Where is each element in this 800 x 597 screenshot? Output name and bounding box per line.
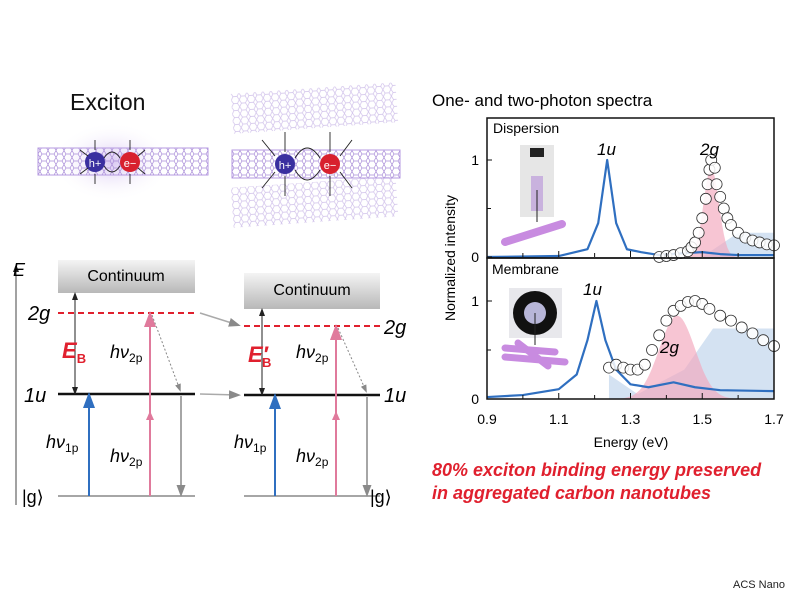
two-photon-data-point [696,212,709,225]
level-1u-label: 1u [24,385,46,407]
caption-line-1: 80% exciton binding energy preserved [432,460,762,480]
hv1p-label: hν1p [46,432,79,455]
two-photon-data-point [757,334,770,347]
hv2p-label-upper: hν2p [110,342,143,365]
one-photon-spectrum-line [486,299,775,399]
continuum-band [58,260,195,293]
x-tick-label: 1.5 [693,411,713,427]
two-photon-data-point [746,327,759,340]
shift-arrow-2g [199,312,241,327]
spectra-chart: One- and two-photon spectra Normalized i… [432,91,784,450]
peak-label-1u: 1u [597,140,616,159]
hole-label: h+ [89,158,102,170]
continuum-label: Continuum [87,268,164,285]
electron-icon [120,152,140,172]
x-tick-label: 1.3 [621,411,641,427]
y-tick-label: 1 [471,152,479,168]
panel-label-membrane: Membrane [492,261,559,277]
electron-icon [320,154,340,174]
panel-label-dispersion: Dispersion [493,120,559,136]
peak-label-2g: 2g [659,338,679,357]
membrane-photo [509,288,562,345]
two-photon-data-point [710,178,723,191]
level-2g-label: 2g [27,303,50,325]
caption-line-2: in aggregated carbon nanotubes [432,483,711,503]
level-2g-label: 2g [383,317,406,339]
exciton-single-tube-illustration: Exciton h+ e− [37,89,209,202]
two-photon-data-point [735,321,748,334]
hv2p-label-lower: hν2p [296,446,329,469]
hv2p-label-lower: hν2p [110,446,143,469]
relaxation-arrow [337,327,367,393]
y-tick-label: 1 [471,293,479,309]
ground-label: |g⟩ [22,487,44,507]
hole-icon [275,154,295,174]
shift-arrow-1u [199,390,241,400]
one-photon-spectrum-line [486,158,774,259]
two-photon-data-point [725,314,737,327]
two-photon-data-point [699,192,712,205]
hv1p-label: hν1p [234,432,267,455]
y-tick-label: 0 [471,249,479,265]
peak-label-1u: 1u [583,280,602,299]
vial-photo [520,145,554,222]
exciton-2g-fit-area [601,315,774,399]
hv2p-label-upper: hν2p [296,342,329,365]
peak-label-2g: 2g [699,140,719,159]
x-tick-label: 1.1 [549,411,569,427]
bundle-tubes-icon [501,339,569,370]
electron-label: e− [324,160,337,172]
exciton-title: Exciton [70,89,145,115]
two-photon-data-point [703,302,716,315]
two-photon-data-point [714,190,727,203]
journal-credit: ACS Nano [733,579,785,591]
continuum-label: Continuum [273,282,350,299]
two-photon-data-point [714,309,727,322]
exciton-bundle-illustration: h+ e− [230,82,401,228]
two-photon-data-point [638,358,651,371]
hole-label: h+ [279,160,292,172]
ground-label: |g⟩ [370,487,392,507]
relaxation-arrow [151,314,181,392]
continuum-band [244,273,380,309]
two-photon-data-point [660,314,673,327]
hole-icon [85,152,105,172]
electron-label: e− [124,158,137,170]
nanotube-bundle-icon [231,149,401,179]
chart-title: One- and two-photon spectra [432,91,653,110]
two-photon-data-point [708,161,721,174]
two-photon-data-point [725,219,737,231]
energy-level-diagram: E Continuum 2g 1u |g⟩ EB hν2p hν2p hν1p … [13,260,406,507]
x-tick-label: 1.7 [764,411,784,427]
energy-axis-label: E [13,260,26,280]
single-tube-icon [501,220,566,246]
binding-energy-label: EB [62,338,86,366]
two-photon-data-point [692,226,705,239]
x-axis-label: Energy (eV) [594,434,669,450]
level-1u-label: 1u [384,385,406,407]
x-tick-label: 0.9 [477,411,497,427]
binding-energy-prime-label: E′B [248,342,271,370]
y-tick-label: 0 [471,391,479,407]
two-photon-data-point [653,329,666,342]
y-axis-label: Normalized intensity [442,195,458,321]
two-photon-data-point [646,344,658,356]
